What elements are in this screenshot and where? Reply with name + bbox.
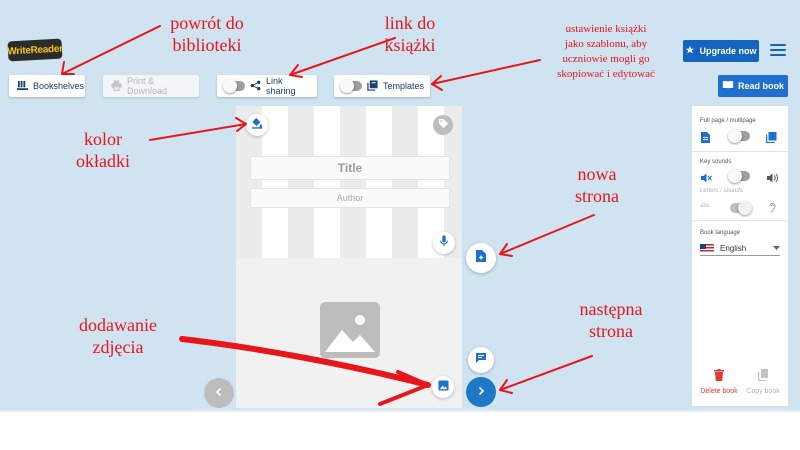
book-page: Title Author — [236, 106, 462, 408]
microphone-icon — [439, 234, 449, 252]
delete-book-button[interactable]: Delete book — [696, 368, 742, 395]
multipage-icon — [766, 130, 777, 148]
chevron-left-icon — [214, 384, 224, 402]
previous-page-button[interactable] — [204, 378, 234, 408]
new-page-icon — [475, 249, 487, 268]
writereader-logo[interactable]: WriteReader — [7, 38, 63, 62]
settings-panel: Full page / multipage Key sounds Letters… — [692, 106, 788, 406]
us-flag-icon — [700, 244, 714, 253]
open-book-icon — [722, 80, 734, 92]
book-cover[interactable] — [236, 106, 462, 258]
letters-sounds-toggle[interactable] — [730, 201, 752, 215]
upgrade-now-button[interactable]: Upgrade now — [683, 40, 759, 62]
tag-icon — [438, 116, 449, 134]
speech-bubble-button[interactable] — [468, 347, 494, 373]
document-icon — [701, 130, 710, 148]
templates-icon — [367, 79, 378, 93]
star-icon — [685, 45, 695, 57]
copy-book-button[interactable]: Copy book — [740, 368, 786, 395]
link-sharing-switch[interactable] — [223, 79, 245, 93]
speech-bubble-icon — [475, 351, 487, 369]
templates-switch[interactable] — [340, 79, 362, 93]
copy-icon — [758, 368, 768, 385]
next-page-button[interactable] — [466, 377, 496, 407]
read-book-button[interactable]: Read book — [718, 75, 788, 97]
full-page-toggle[interactable] — [728, 129, 750, 143]
image-placeholder[interactable] — [320, 302, 380, 358]
add-photo-button[interactable] — [432, 376, 454, 398]
letters-sounds-label: Letters / sounds — [700, 188, 743, 194]
image-icon — [437, 378, 449, 396]
templates-toggle[interactable]: Templates — [334, 75, 430, 97]
bookshelves-icon — [17, 80, 28, 93]
ear-icon — [768, 200, 777, 218]
key-sounds-toggle[interactable] — [728, 169, 750, 183]
key-sounds-label: Key sounds — [700, 159, 732, 165]
abc-label: abc — [700, 203, 710, 209]
new-page-button[interactable] — [466, 243, 496, 273]
cover-color-button[interactable] — [246, 114, 268, 136]
language-select[interactable]: English — [700, 242, 780, 256]
share-icon — [250, 80, 261, 93]
printer-icon — [111, 79, 122, 93]
record-audio-button[interactable] — [433, 232, 455, 254]
bookshelves-button[interactable]: Bookshelves — [9, 75, 85, 97]
title-field[interactable]: Title — [250, 156, 450, 180]
chevron-right-icon — [476, 383, 486, 401]
dropdown-arrow-icon — [773, 244, 780, 253]
sound-off-icon — [701, 170, 712, 188]
link-sharing-toggle[interactable]: Link sharing — [217, 75, 317, 97]
book-language-label: Book language — [700, 230, 741, 236]
paint-bucket-icon — [251, 116, 263, 134]
full-page-label: Full page / multipage — [700, 118, 756, 124]
author-field[interactable]: Author — [250, 188, 450, 208]
trash-icon — [714, 368, 724, 385]
tag-button[interactable] — [433, 115, 453, 135]
print-download-button[interactable]: Print & Download — [103, 75, 199, 97]
image-placeholder-icon — [325, 315, 375, 352]
sound-on-icon — [767, 170, 778, 188]
hamburger-menu-icon[interactable] — [770, 44, 786, 56]
